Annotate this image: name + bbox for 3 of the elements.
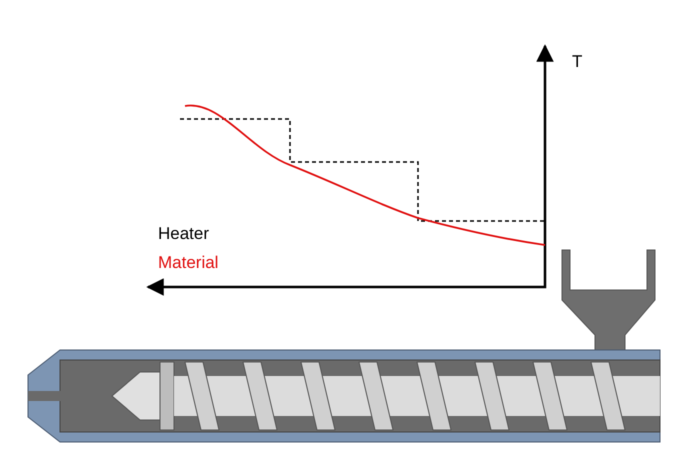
legend-text: Material [158,253,218,273]
legend-text: Heater [158,224,210,244]
axis-label: T [572,52,582,72]
